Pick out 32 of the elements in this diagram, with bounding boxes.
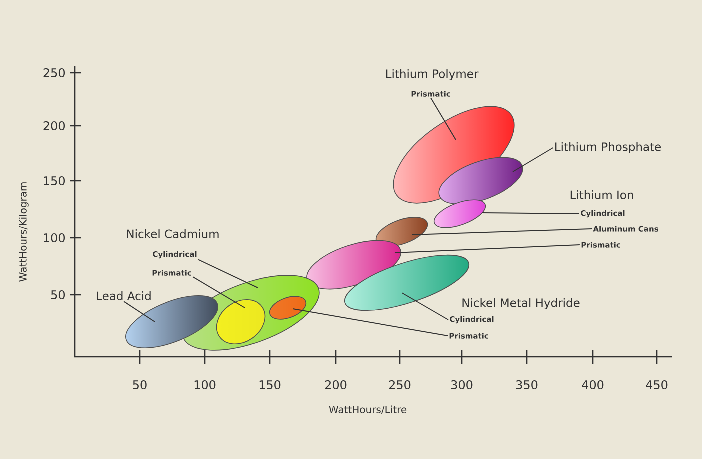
tick-label: 450 xyxy=(646,380,668,390)
leader-line xyxy=(430,98,456,140)
tick-label: 200 xyxy=(44,121,65,131)
battery-label: Lead Acid xyxy=(97,292,151,300)
tick-label: 250 xyxy=(389,380,411,390)
leader-line xyxy=(402,292,449,320)
tick-label: 200 xyxy=(325,380,347,390)
battery-label: Nickel Metal Hydride xyxy=(462,298,580,310)
leader-line xyxy=(482,212,580,214)
leader-line xyxy=(124,301,156,322)
battery-label: Lithium Polymer xyxy=(386,69,479,81)
axis-title: WattHours/Kilogram xyxy=(19,182,29,282)
leader-line xyxy=(198,259,258,288)
tick-label: 250 xyxy=(44,68,65,78)
tick-label: 100 xyxy=(44,233,65,243)
tick-label: 400 xyxy=(582,380,604,390)
tick-label: 300 xyxy=(451,380,473,390)
tick-label: 50 xyxy=(51,290,65,300)
tick-label: 150 xyxy=(44,176,65,186)
leader-line xyxy=(412,228,593,236)
battery-label: Lithium Ion xyxy=(570,190,634,200)
tick-label: 150 xyxy=(260,380,281,390)
leader-line xyxy=(292,308,448,336)
tick-label: 100 xyxy=(194,380,216,390)
battery-label: Nickel Cadmium xyxy=(127,230,219,238)
axis-title: WattHours/Litre xyxy=(329,406,407,414)
tick-label: 50 xyxy=(133,380,147,390)
leader-line xyxy=(192,276,246,308)
battery-label: Lithium Phosphate xyxy=(556,142,661,154)
leader-line xyxy=(394,244,580,254)
tick-label: 350 xyxy=(516,380,538,390)
leader-line xyxy=(512,148,554,172)
